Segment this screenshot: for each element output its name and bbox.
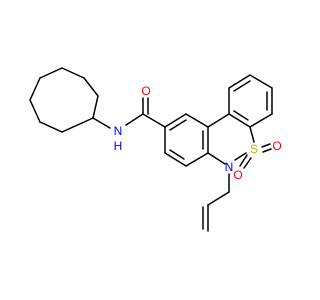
amide-oxygen-label: O — [141, 84, 150, 98]
ring-nitrogen-label: N — [225, 160, 234, 174]
bond-cyclooctyl-nh — [92, 117, 111, 129]
upper-benzene-ring — [228, 74, 273, 128]
amide-hydrogen-label: H — [114, 139, 123, 153]
bond-ring-to-n — [207, 152, 226, 165]
sulfonyl-oxygen-left-label: O — [233, 168, 242, 182]
bond-s-to-ring — [249, 126, 255, 143]
sulfonyl-double-bond-right — [261, 143, 272, 153]
canvas-background — [0, 0, 300, 300]
bond-n-to-s — [234, 152, 247, 161]
sulfonyl-double-bond-left — [239, 154, 252, 169]
sulfonyl-oxygen-right-label: O — [272, 139, 281, 153]
allyl-chain — [202, 173, 230, 232]
molecule-structure: O N H N S O O — [0, 0, 300, 300]
bond-biaryl — [207, 113, 230, 128]
cyclooctyl-ring — [29, 67, 99, 133]
sulfur-label: S — [250, 142, 258, 156]
lower-benzene-ring — [164, 113, 209, 167]
bond-carbonyl-ring — [142, 113, 166, 128]
carbonyl-double-bond — [142, 97, 149, 115]
amide-nitrogen-label: N — [114, 124, 123, 138]
bond-nh-carbonyl — [125, 113, 144, 126]
